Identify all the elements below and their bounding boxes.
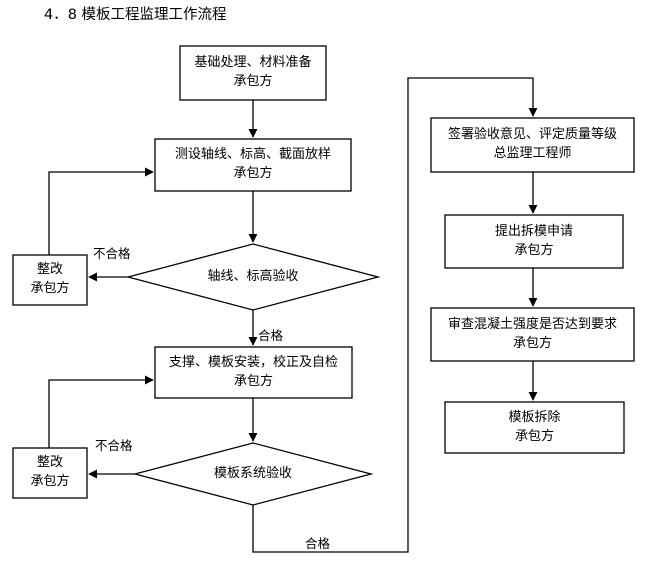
edge-label-fail-1: 不合格 (93, 246, 131, 261)
node-shape-check-axis (125, 243, 381, 311)
node-shape-check-system (132, 442, 374, 506)
node-shape-rework-1 (12, 254, 88, 306)
node-shape-sign-off (430, 117, 635, 173)
connector-check-system-to-sign-off (252, 77, 538, 553)
node-shape-install (154, 346, 353, 399)
edge-label-fail-2: 不合格 (95, 438, 133, 453)
node-shape-removal (444, 401, 625, 454)
node-shape-review-strength (430, 307, 635, 362)
edge-label-pass-1: 合格 (258, 328, 284, 343)
page-title: 4．8 模板工程监理工作流程 (44, 7, 227, 23)
node-shape-start (179, 45, 327, 101)
node-shape-survey (154, 138, 352, 192)
edge-label-pass-2: 合格 (305, 536, 331, 551)
node-shape-apply-removal (444, 214, 624, 269)
connector-rework-2-to-install (48, 375, 154, 448)
node-shape-rework-2 (12, 447, 88, 499)
connector-rework-1-to-survey (48, 167, 154, 255)
